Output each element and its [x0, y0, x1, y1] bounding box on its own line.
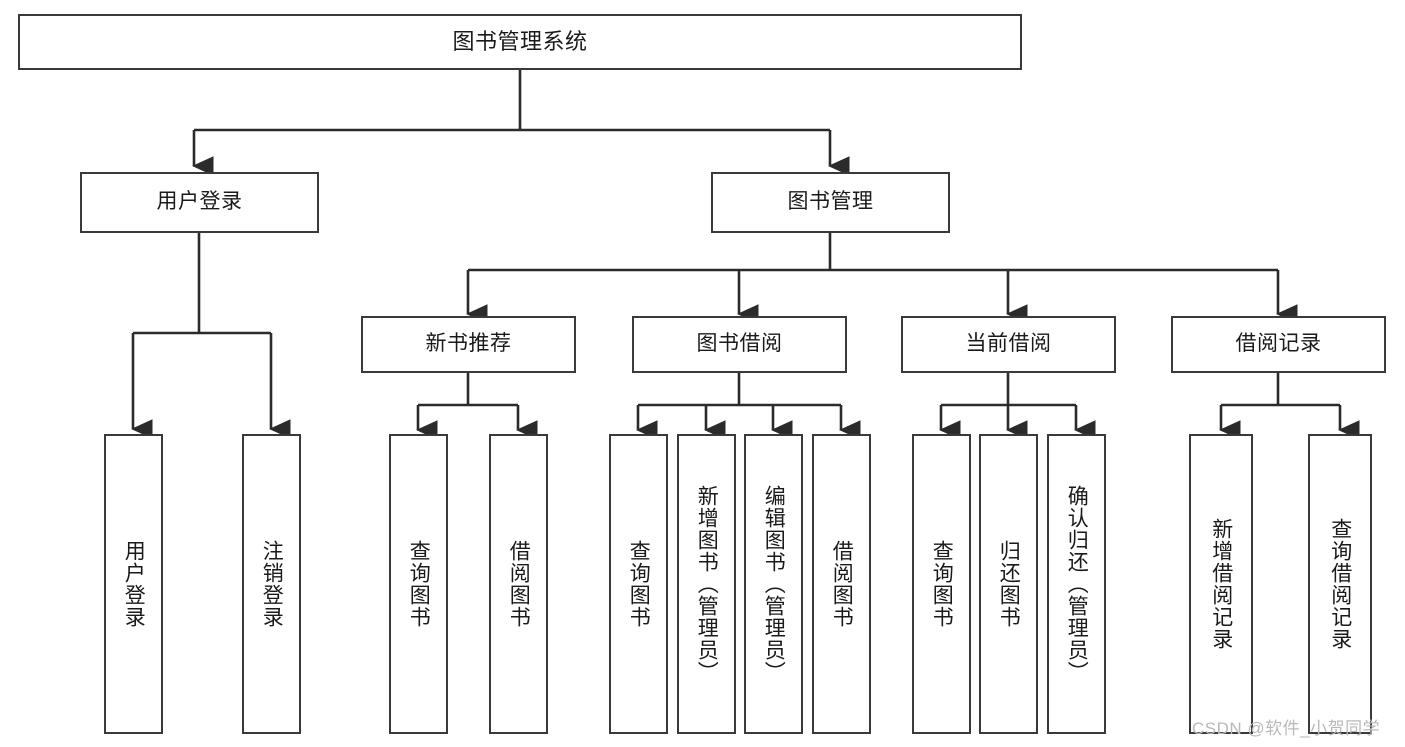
node-leaf-borrow-book-2-label: 借阅图书	[830, 540, 854, 628]
node-leaf-return-book[interactable]: 归还图书	[979, 434, 1038, 734]
node-book-manage[interactable]: 图书管理	[711, 172, 950, 233]
node-leaf-confirm-return-label: 确认归还（管理员）	[1065, 485, 1089, 683]
node-borrow-record-label: 借阅记录	[1235, 332, 1322, 356]
node-leaf-add-book[interactable]: 新增图书（管理员）	[677, 434, 736, 734]
csdn-watermark: CSDN @软件_小贺同学	[1192, 719, 1381, 738]
node-leaf-user-login[interactable]: 用户登录	[104, 434, 163, 734]
node-leaf-add-book-label: 新增图书（管理员）	[695, 485, 719, 683]
node-leaf-add-record[interactable]: 新增借阅记录	[1189, 434, 1253, 734]
node-current-borrow-label: 当前借阅	[965, 332, 1052, 356]
node-user-login-label: 用户登录	[156, 190, 243, 214]
node-new-book-recommend[interactable]: 新书推荐	[361, 316, 576, 373]
node-leaf-logout[interactable]: 注销登录	[242, 434, 301, 734]
node-leaf-query-book-2-label: 查询图书	[627, 540, 651, 628]
node-leaf-edit-book[interactable]: 编辑图书（管理员）	[744, 434, 803, 734]
node-leaf-borrow-book-2[interactable]: 借阅图书	[812, 434, 871, 734]
node-leaf-query-record[interactable]: 查询借阅记录	[1308, 434, 1372, 734]
node-leaf-query-book-1-label: 查询图书	[407, 540, 431, 628]
node-leaf-query-book-1[interactable]: 查询图书	[389, 434, 448, 734]
node-leaf-logout-label: 注销登录	[260, 540, 284, 628]
node-root-label: 图书管理系统	[452, 29, 588, 55]
node-leaf-query-book-2[interactable]: 查询图书	[609, 434, 668, 734]
node-leaf-user-login-label: 用户登录	[122, 540, 146, 628]
node-leaf-borrow-book-1-label: 借阅图书	[507, 540, 531, 628]
node-leaf-query-book-3-label: 查询图书	[930, 540, 954, 628]
node-borrow-record[interactable]: 借阅记录	[1171, 316, 1386, 373]
node-root[interactable]: 图书管理系统	[18, 14, 1022, 70]
node-leaf-query-record-label: 查询借阅记录	[1328, 518, 1352, 650]
node-current-borrow[interactable]: 当前借阅	[901, 316, 1116, 373]
node-leaf-edit-book-label: 编辑图书（管理员）	[762, 485, 786, 683]
node-leaf-borrow-book-1[interactable]: 借阅图书	[489, 434, 548, 734]
node-book-borrow-label: 图书借阅	[696, 332, 783, 356]
node-leaf-return-book-label: 归还图书	[997, 540, 1021, 628]
node-book-borrow[interactable]: 图书借阅	[632, 316, 847, 373]
node-leaf-query-book-3[interactable]: 查询图书	[912, 434, 971, 734]
node-leaf-confirm-return[interactable]: 确认归还（管理员）	[1047, 434, 1106, 734]
node-book-manage-label: 图书管理	[787, 190, 874, 214]
node-user-login[interactable]: 用户登录	[80, 172, 319, 233]
node-leaf-add-record-label: 新增借阅记录	[1209, 518, 1233, 650]
node-new-book-recommend-label: 新书推荐	[425, 332, 512, 356]
